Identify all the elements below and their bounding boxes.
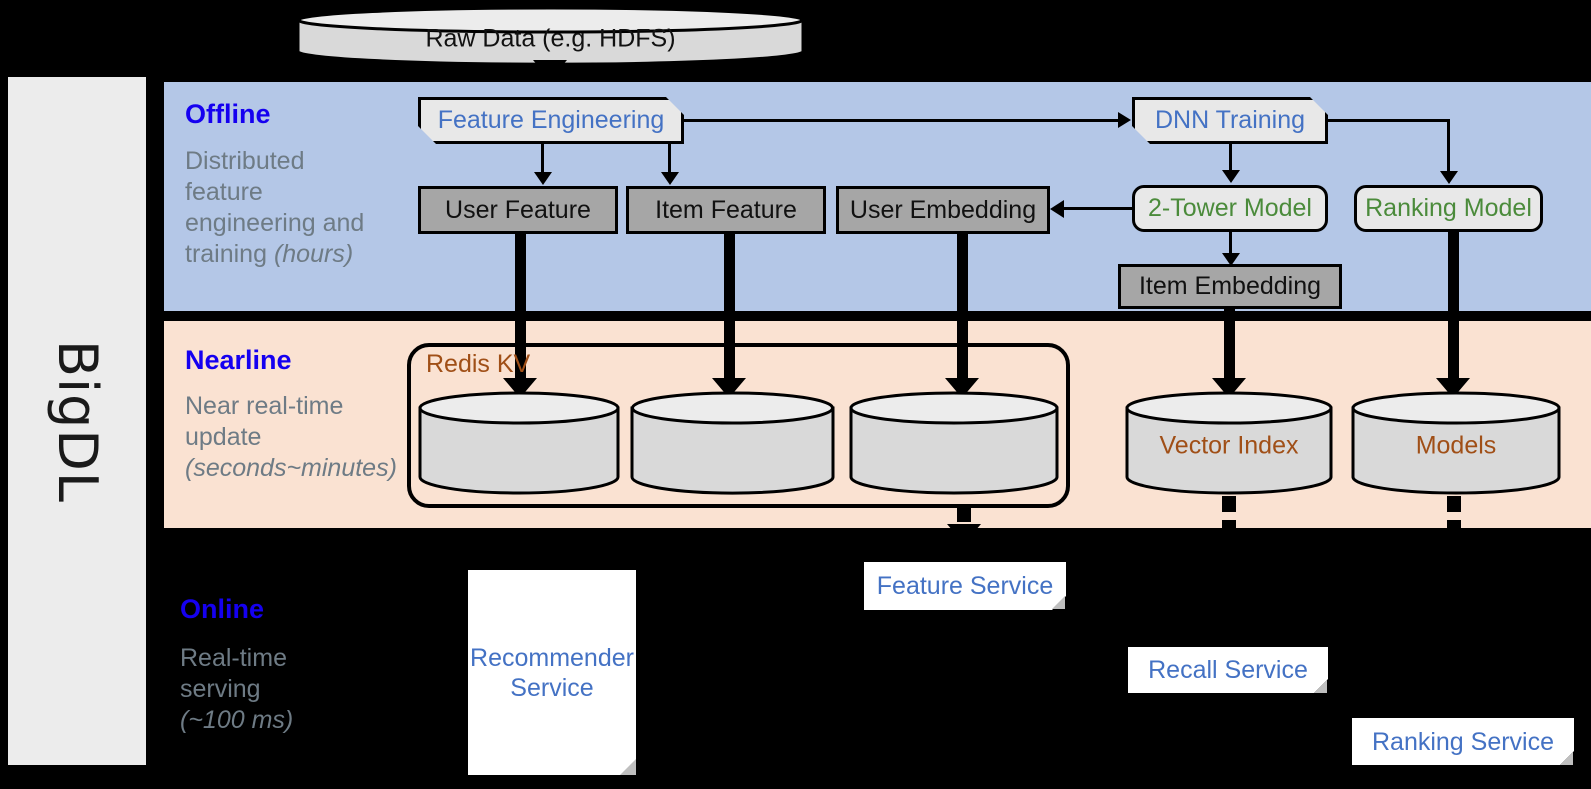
- lane-offline-subtitle-l3: engineering and: [185, 209, 365, 237]
- connector-redis-to-feature-service-seg1: [957, 508, 971, 522]
- vector-index-cylinder[interactable]: Vector Index: [1124, 390, 1334, 495]
- connector-models-to-ranking-seg1: [1447, 496, 1461, 512]
- node-feature-service-label: Feature Service: [876, 572, 1054, 600]
- connector-item-embedding-to-vector-index: [1224, 309, 1235, 384]
- lane-offline: Offline Distributed feature engineering …: [159, 77, 1591, 316]
- node-dnn-training[interactable]: DNN Training: [1132, 97, 1328, 144]
- lane-offline-subtitle-l1: Distributed: [185, 147, 305, 175]
- lane-online-subtitle-l2: serving: [180, 675, 261, 703]
- connector-vector-index-to-recall-seg1: [1222, 496, 1236, 512]
- lane-online-subtitle: Real-time serving (~100 ms): [180, 643, 293, 736]
- node-feature-service[interactable]: Feature Service: [864, 562, 1066, 610]
- connector-dnn-to-ranking-h: [1328, 119, 1450, 122]
- arrow-dnn-to-2tower: [1222, 170, 1240, 183]
- arrow-2tower-to-item-embedding: [1222, 253, 1240, 266]
- store-item-feature-cylinder[interactable]: [629, 390, 836, 495]
- connector-fe-to-user-feature: [541, 144, 544, 174]
- connector-2tower-to-user-embedding: [1062, 207, 1134, 210]
- arrow-dnn-to-ranking: [1440, 171, 1458, 184]
- arrow-redis-to-feature-service: [947, 524, 981, 544]
- connector-vector-index-to-recall-seg2: [1222, 520, 1236, 534]
- arrow-fe-to-dnn: [1118, 112, 1131, 128]
- lane-nearline-subtitle-l3: (seconds~minutes): [185, 454, 397, 482]
- connector-ranking-model-to-models: [1448, 232, 1459, 384]
- node-ranking-model[interactable]: Ranking Model: [1354, 185, 1543, 232]
- arrow-2tower-to-user-embedding: [1050, 200, 1064, 218]
- lane-online-title: Online: [180, 594, 265, 624]
- connector-fe-to-item-feature: [668, 144, 671, 174]
- node-recommender-service-label: Recommender Service: [470, 643, 634, 702]
- node-user-feature[interactable]: User Feature: [418, 186, 618, 234]
- lane-offline-subtitle-l2: feature: [185, 178, 263, 206]
- node-2-tower-model[interactable]: 2-Tower Model: [1132, 185, 1328, 232]
- lane-nearline-subtitle-l2: update: [185, 423, 262, 451]
- lane-nearline-subtitle-l1: Near real-time: [185, 392, 344, 420]
- lane-offline-subtitle: Distributed feature engineering and trai…: [185, 146, 364, 270]
- lane-online-subtitle-l3: (~100 ms): [180, 706, 294, 734]
- connector-fe-to-dnn: [684, 119, 1118, 122]
- connector-item-feature-to-store: [724, 234, 735, 384]
- lane-offline-subtitle-l4: training (hours): [185, 240, 354, 268]
- node-ranking-model-label: Ranking Model: [1365, 194, 1532, 222]
- redis-kv-label: Redis KV: [426, 350, 531, 378]
- arrow-rawdata-to-fe: [533, 60, 567, 80]
- arrow-fe-to-item-feature: [661, 172, 679, 185]
- bigdl-label: BigDL: [45, 339, 109, 503]
- node-dnn-training-label: DNN Training: [1154, 106, 1306, 134]
- connector-dnn-to-ranking-v: [1447, 119, 1450, 173]
- connector-models-to-ranking-seg2: [1447, 520, 1461, 534]
- lane-online-subtitle-l1: Real-time: [180, 644, 287, 672]
- connector-user-feature-to-store: [515, 234, 526, 384]
- store-user-feature-cylinder[interactable]: [417, 390, 621, 495]
- node-feature-engineering[interactable]: Feature Engineering: [418, 97, 684, 144]
- raw-data-cylinder: Raw Data (e.g. HDFS): [296, 6, 805, 66]
- node-2-tower-model-label: 2-Tower Model: [1148, 194, 1312, 222]
- lane-offline-title: Offline: [185, 99, 271, 129]
- node-feature-engineering-label: Feature Engineering: [437, 106, 665, 134]
- node-recall-service[interactable]: Recall Service: [1128, 647, 1328, 693]
- node-user-embedding[interactable]: User Embedding: [836, 186, 1050, 234]
- connector-dnn-to-2tower: [1229, 144, 1232, 172]
- node-recall-service-label: Recall Service: [1148, 656, 1308, 684]
- connector-2tower-to-item-embedding: [1229, 232, 1232, 257]
- node-recommender-service[interactable]: Recommender Service: [468, 570, 636, 775]
- redis-kv-container: [407, 343, 1070, 508]
- node-user-feature-label: User Feature: [445, 195, 591, 224]
- node-ranking-service-label: Ranking Service: [1371, 727, 1555, 756]
- node-item-embedding-label: Item Embedding: [1138, 272, 1322, 300]
- connector-user-embedding-to-store: [957, 234, 968, 384]
- node-item-embedding[interactable]: Item Embedding: [1118, 264, 1342, 309]
- models-cylinder[interactable]: Models: [1350, 390, 1562, 495]
- node-user-embedding-label: User Embedding: [849, 195, 1037, 224]
- lane-nearline-title: Nearline: [185, 345, 292, 375]
- lane-nearline-subtitle: Near real-time update (seconds~minutes): [185, 391, 397, 484]
- node-item-feature[interactable]: Item Feature: [626, 186, 826, 234]
- bigdl-framework-rail: BigDL: [8, 77, 146, 765]
- node-item-feature-label: Item Feature: [655, 195, 797, 224]
- node-ranking-service[interactable]: Ranking Service: [1352, 718, 1574, 765]
- arrow-fe-to-user-feature: [534, 172, 552, 185]
- store-user-embedding-cylinder[interactable]: [848, 390, 1060, 495]
